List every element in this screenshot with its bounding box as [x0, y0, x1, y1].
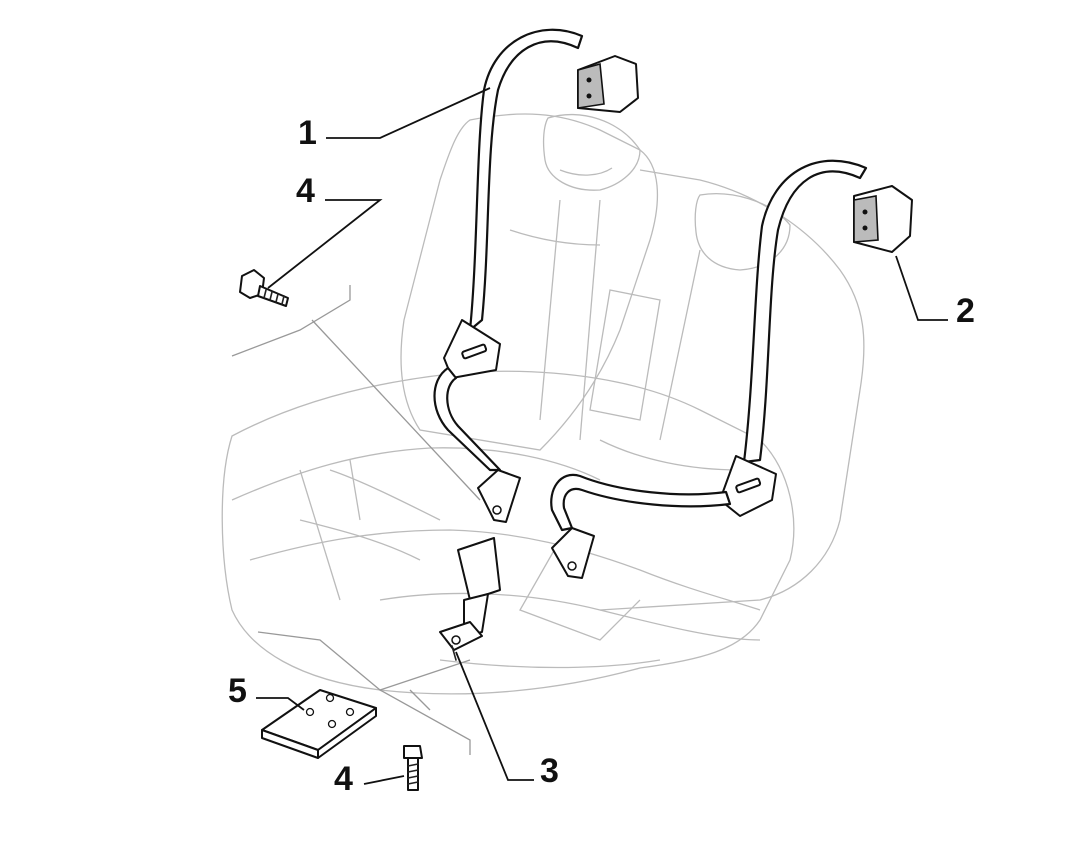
seat-belt-left	[433, 28, 639, 523]
anchor-plate	[261, 689, 377, 759]
callout-4-upper: 4	[296, 172, 315, 210]
construction-lines	[231, 285, 481, 755]
rear-seat-cushion	[221, 370, 795, 695]
center-buckle	[439, 537, 501, 661]
callout-3: 3	[540, 752, 559, 790]
callout-4-lower: 4	[334, 760, 353, 798]
bolt-upper	[239, 269, 289, 307]
bolt-lower	[403, 745, 423, 791]
callout-1: 1	[298, 114, 317, 152]
callout-5: 5	[228, 672, 247, 710]
callout-2: 2	[956, 292, 975, 330]
seat-belt-right	[550, 159, 913, 579]
leader-lines	[256, 87, 948, 785]
